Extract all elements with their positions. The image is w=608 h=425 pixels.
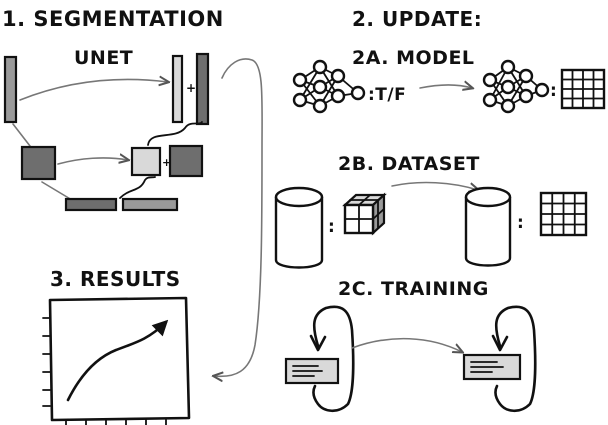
mask-grid-icon-dataset [539, 191, 588, 237]
dataset-title: 2B. DATASET [338, 153, 480, 175]
model-title: 2A. MODEL [352, 47, 475, 69]
upsample-arrow-1 [147, 121, 203, 146]
unet-label: UNET [74, 47, 133, 69]
colon-label-model: : [550, 81, 557, 101]
neural-network-icon-1 [292, 59, 366, 114]
concat-plus-icon-2: + [162, 156, 171, 169]
unet-decoder-layer-1a [171, 54, 184, 124]
upsample-arrow-2 [119, 176, 156, 199]
training-title: 2C. TRAINING [338, 278, 489, 300]
neural-network-icon-2 [482, 59, 550, 114]
results-plot-frame [48, 296, 191, 422]
training-loop-arrow-1 [312, 305, 355, 413]
model-update-arrow [419, 85, 472, 88]
unet-encoder-layer-1 [3, 55, 18, 124]
true-false-label: :T/F [368, 85, 406, 105]
training-loop-icon-2 [462, 305, 537, 413]
database-cylinder-icon-2 [464, 186, 512, 267]
results-section: 3. RESULTS [42, 267, 191, 425]
results-plot-x-ticks [65, 419, 167, 425]
colon-label-dataset-1: : [328, 217, 335, 237]
results-improvement-curve [66, 319, 169, 402]
training-loop-arrow-2 [494, 305, 537, 413]
segmentation-title: 1. SEGMENTATION [2, 7, 224, 31]
segmentation-section: 1. SEGMENTATION UNET + + [2, 7, 224, 212]
database-cylinder-icon-1 [274, 186, 324, 269]
unet-decoder-layer-2b [168, 144, 204, 178]
skip-connection-arrow-top [19, 79, 168, 101]
training-update-arrow [351, 337, 462, 352]
concat-plus-icon: + [186, 81, 196, 95]
results-title: 3. RESULTS [50, 267, 181, 291]
training-loop-arrowhead-1 [309, 334, 327, 352]
results-plot-y-ticks [42, 317, 51, 407]
segmentation-to-results-arrow [214, 58, 263, 376]
unet-encoder-layer-2 [20, 145, 57, 181]
unet-bottleneck-a [64, 197, 118, 212]
unet-decoder-layer-2a [130, 146, 162, 177]
colon-label-dataset-2: : [517, 213, 524, 233]
unet-bottleneck-b [121, 197, 179, 212]
dataset-update-arrow [391, 181, 478, 190]
downsample-arrow-2 [41, 181, 73, 201]
volume-cube-icon [342, 192, 387, 236]
training-loop-arrowhead-2 [491, 334, 509, 352]
update-section: 2. UPDATE: 2A. MODEL :T/F [274, 7, 606, 413]
update-title: 2. UPDATE: [352, 7, 482, 31]
training-loop-icon-1 [284, 305, 355, 413]
unet-decoder-layer-1b [195, 52, 210, 126]
skip-connection-arrow-middle [57, 158, 128, 165]
mask-grid-icon-model [560, 68, 606, 110]
downsample-arrow-1 [12, 123, 31, 147]
